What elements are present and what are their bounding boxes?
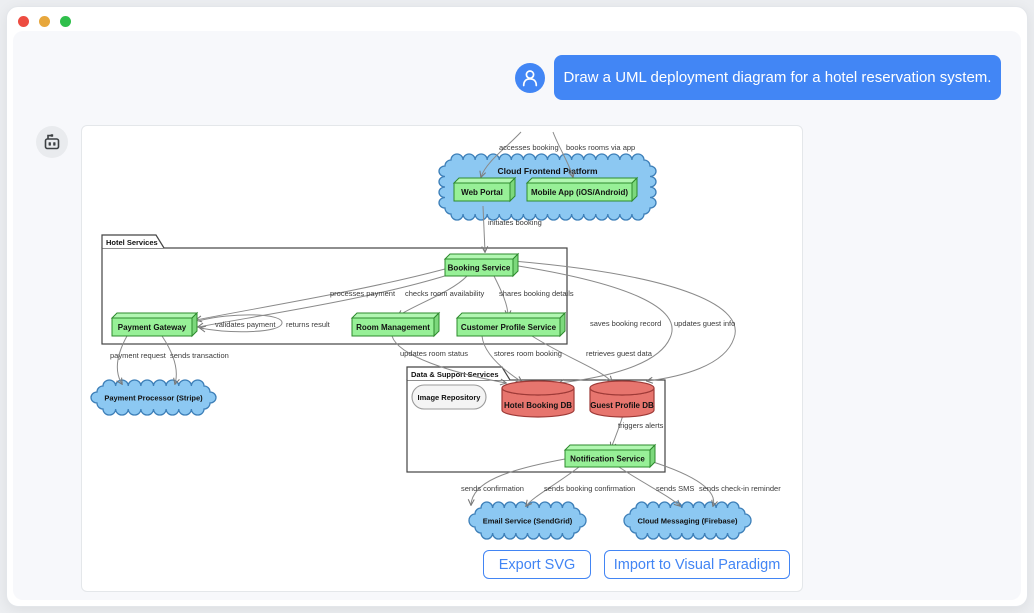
notification-service-node: Notification Service: [565, 445, 655, 467]
email-service: Email Service (SendGrid): [469, 502, 586, 539]
sends_checkin_reminder-edge-label: sends check-in reminder: [699, 484, 781, 493]
notification_service-label: Notification Service: [570, 455, 645, 464]
initiates_booking-edge-label: initiates booking: [488, 218, 542, 227]
minimize-button[interactable]: [39, 16, 50, 27]
guest-profile-db-node: Guest Profile DB: [590, 381, 654, 417]
booking-service-node: Booking Service: [445, 254, 518, 276]
image-repository-label: Image Repository: [418, 393, 482, 402]
payment-processor: Payment Processor (Stripe): [91, 380, 216, 415]
customer_profile-label: Customer Profile Service: [461, 323, 557, 332]
shares_details-edge-label: shares booking details: [499, 289, 574, 298]
hotel_booking_db-label: Hotel Booking DB: [504, 401, 572, 410]
payment_gateway-label: Payment Gateway: [118, 323, 187, 332]
export-svg-button[interactable]: Export SVG: [483, 550, 591, 579]
updates_room_status-edge-label: updates room status: [400, 349, 468, 358]
user-icon: [515, 63, 545, 93]
cloud_frontend-label: Cloud Frontend Platform: [497, 166, 598, 176]
close-button[interactable]: [18, 16, 29, 27]
returns_result-edge-label: returns result: [286, 320, 331, 329]
bot-avatar: [36, 126, 68, 158]
room-management-node: Room Management: [352, 313, 439, 336]
email_service-label: Email Service (SendGrid): [483, 517, 573, 526]
room_management-label: Room Management: [356, 323, 430, 332]
retrieves_guest_data-edge-label: retrieves guest data: [586, 349, 653, 358]
sends_booking_confirmation-edge-label: sends booking confirmation: [544, 484, 635, 493]
booking_service-label: Booking Service: [448, 264, 511, 273]
payment_request-edge-label: payment request: [110, 351, 167, 360]
user-message-bubble: Draw a UML deployment diagram for a hote…: [554, 55, 1001, 100]
app-window: Draw a UML deployment diagram for a hote…: [6, 6, 1028, 607]
updates_guest_info-edge-label: updates guest info: [674, 319, 735, 328]
user-message-row: Draw a UML deployment diagram for a hote…: [13, 55, 1021, 107]
web-portal-node: Web Portal: [454, 178, 515, 201]
window-controls: [18, 16, 71, 27]
saves_booking_record-edge-label: saves booking record: [590, 319, 661, 328]
payment_processor-label: Payment Processor (Stripe): [104, 394, 203, 403]
image-repository-node: Image Repository: [412, 385, 486, 409]
accesses_booking-edge-label: accesses booking: [499, 143, 559, 152]
mobile_app-label: Mobile App (iOS/Android): [531, 188, 628, 197]
web_portal-label: Web Portal: [461, 188, 503, 197]
hotel_services_pkg-label: Hotel Services: [106, 238, 158, 247]
stores_room_booking-edge-label: stores room booking: [494, 349, 562, 358]
content-panel: Draw a UML deployment diagram for a hote…: [13, 31, 1021, 600]
payment-gateway-node: Payment Gateway: [112, 313, 197, 336]
checks_room-edge-label: checks room availability: [405, 289, 484, 298]
sends_sms-edge-label: sends SMS: [656, 484, 694, 493]
validates_payment-edge-label: validates payment: [215, 320, 276, 329]
hotel-booking-db-node: Hotel Booking DB: [502, 381, 574, 417]
cloud_messaging-label: Cloud Messaging (Firebase): [637, 517, 738, 526]
triggers_alerts-edge-label: triggers alerts: [618, 421, 664, 430]
sends_transaction-edge-label: sends transaction: [170, 351, 229, 360]
user-avatar: [515, 63, 545, 93]
cloud-messaging: Cloud Messaging (Firebase): [624, 502, 751, 539]
maximize-button[interactable]: [60, 16, 71, 27]
edge-13: [532, 336, 612, 382]
diagram-card: Hotel ServicesData & Support ServicesClo…: [81, 125, 803, 592]
sends_confirmation-edge-label: sends confirmation: [461, 484, 524, 493]
customer-profile-node: Customer Profile Service: [457, 313, 565, 336]
guest_profile_db-label: Guest Profile DB: [590, 401, 654, 410]
books_rooms-edge-label: books rooms via app: [566, 143, 635, 152]
robot-icon: [36, 126, 68, 158]
uml-deployment-diagram: Hotel ServicesData & Support ServicesClo…: [82, 126, 802, 591]
processes_payment-edge-label: processes payment: [330, 289, 396, 298]
mobile-app-node: Mobile App (iOS/Android): [527, 178, 637, 201]
import-visual-paradigm-button[interactable]: Import to Visual Paradigm: [604, 550, 790, 579]
